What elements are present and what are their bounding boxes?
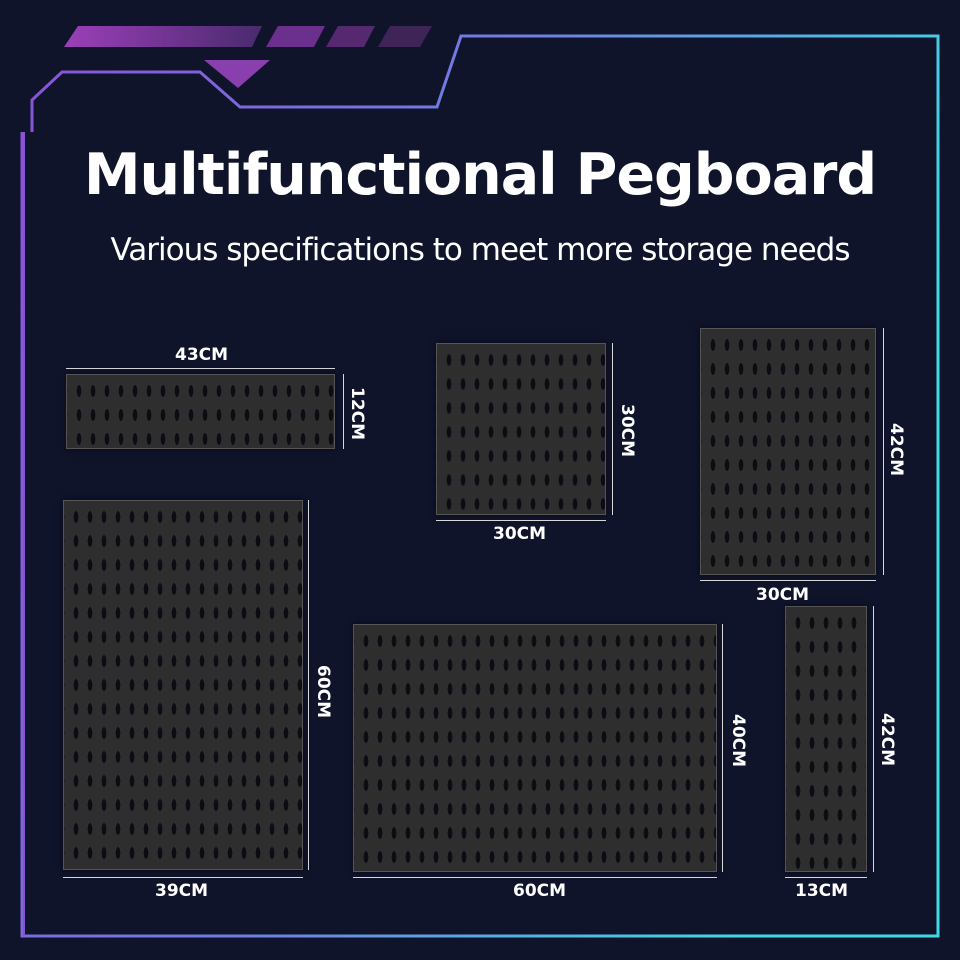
- accent-stripe: [378, 26, 432, 47]
- board-width-label: 39CM: [155, 881, 209, 901]
- board-width-label: 13CM: [795, 881, 849, 901]
- width-dimension-line: [353, 877, 717, 878]
- height-dimension-line: [722, 624, 723, 872]
- accent-stripe: [266, 26, 325, 47]
- page-subtitle: Various specifications to meet more stor…: [110, 232, 850, 268]
- page-title: Multifunctional Pegboard: [83, 142, 877, 208]
- pegboard-panel: [63, 500, 303, 870]
- height-dimension-line: [308, 500, 309, 870]
- board-height-label: 42CM: [886, 423, 906, 477]
- pegboard-panel: [700, 328, 876, 575]
- height-dimension-line: [343, 374, 344, 449]
- height-dimension-line: [873, 606, 874, 872]
- board-height-label: 12CM: [347, 387, 367, 441]
- board-height-label: 42CM: [877, 713, 897, 767]
- height-dimension-line: [883, 328, 884, 575]
- width-dimension-line: [63, 877, 303, 878]
- width-dimension-line: [436, 520, 606, 521]
- width-dimension-line: [785, 877, 867, 878]
- accent-stripe: [326, 26, 375, 47]
- pegboard-panel: [353, 624, 717, 872]
- pegboard-panel: [785, 606, 867, 872]
- board-height-label: 30CM: [617, 404, 637, 458]
- width-dimension-line: [66, 368, 335, 369]
- board-width-label: 43CM: [175, 345, 229, 365]
- frame-border: [20, 34, 940, 938]
- accent-triangle: [204, 60, 270, 88]
- accent-stripe: [64, 26, 262, 47]
- pegboard-panel: [436, 343, 606, 515]
- height-dimension-line: [612, 343, 613, 515]
- board-height-label: 40CM: [728, 714, 748, 768]
- board-width-label: 60CM: [513, 881, 567, 901]
- board-width-label: 30CM: [756, 585, 810, 605]
- board-width-label: 30CM: [493, 524, 547, 544]
- pegboard-panel: [66, 374, 335, 449]
- board-height-label: 60CM: [313, 665, 333, 719]
- width-dimension-line: [700, 580, 876, 581]
